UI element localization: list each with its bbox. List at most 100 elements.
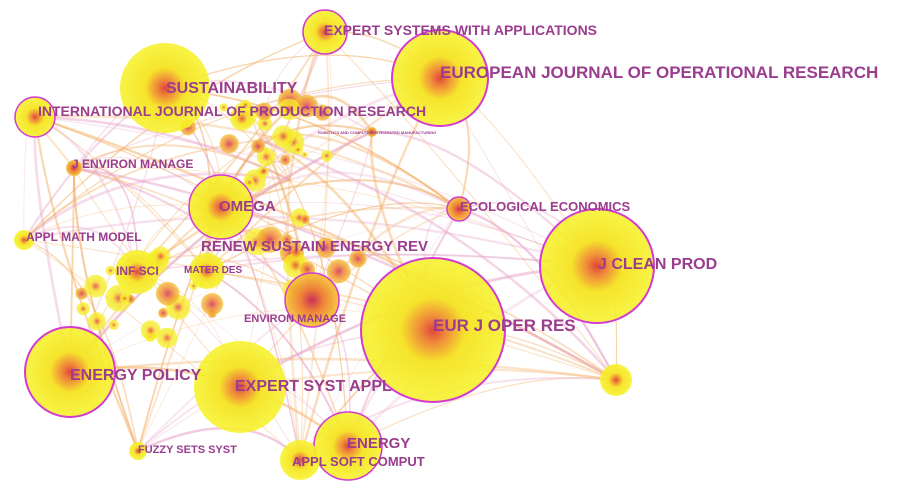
- node-ejor-full[interactable]: [391, 29, 489, 127]
- minor-journal-node: [219, 134, 239, 154]
- citation-edge: [73, 167, 598, 267]
- minor-journal-node: [76, 302, 90, 316]
- label-appl-math-model[interactable]: APPL MATH MODEL: [26, 230, 142, 244]
- citation-edge: [252, 118, 291, 181]
- node-j-environ-manage[interactable]: [66, 160, 82, 176]
- label-environ-manage[interactable]: ENVIRON MANAGE: [244, 313, 346, 325]
- node-rcim[interactable]: [367, 127, 377, 137]
- citation-edge: [73, 166, 313, 301]
- citation-edge: [69, 357, 617, 382]
- citation-edge: [259, 138, 617, 381]
- node-environ-manage[interactable]: [284, 272, 340, 328]
- minor-journal-node: [256, 147, 276, 167]
- citation-edge: [73, 165, 138, 273]
- minor-journal-node: [244, 177, 255, 188]
- label-j-environ-manage[interactable]: J ENVIRON MANAGE: [72, 157, 193, 171]
- minor-journal-node: [315, 237, 336, 258]
- node-eswa-full[interactable]: [302, 9, 348, 55]
- citation-edge: [239, 208, 460, 388]
- label-inf-sci[interactable]: INF SCI: [116, 264, 159, 278]
- citation-edge: [258, 94, 374, 141]
- node-layer: [14, 9, 655, 481]
- label-ecological-economics[interactable]: ECOLOGICAL ECONOMICS: [460, 199, 631, 214]
- label-eswa-full[interactable]: EXPERT SYSTEMS WITH APPLICATIONS: [324, 22, 597, 38]
- minor-journal-node: [272, 125, 295, 148]
- minor-journal-node: [321, 150, 333, 162]
- label-eur-j-oper-res[interactable]: EUR J OPER RES: [433, 316, 576, 335]
- minor-journal-node: [300, 214, 310, 224]
- node-ijpr[interactable]: [14, 96, 56, 138]
- minor-journal-node: [84, 274, 107, 298]
- label-layer: EUROPEAN JOURNAL OF OPERATIONAL RESEARCH…: [26, 22, 878, 469]
- node-right-isolated[interactable]: [600, 364, 632, 396]
- label-sustainability[interactable]: SUSTAINABILITY: [166, 80, 298, 97]
- minor-journal-node: [326, 259, 351, 284]
- label-renew-sustain-energy-rev[interactable]: RENEW SUSTAIN ENERGY REV: [201, 238, 428, 255]
- minor-journal-node: [251, 139, 265, 153]
- node-fuzzy-sets-syst[interactable]: [129, 442, 147, 460]
- node-expert-syst-appl[interactable]: [194, 341, 286, 433]
- label-mater-des[interactable]: MATER DES: [184, 265, 242, 276]
- citation-edge: [73, 144, 291, 181]
- citation-edge: [311, 131, 373, 301]
- minor-journal-node: [108, 319, 119, 331]
- minor-journal-node: [278, 98, 301, 121]
- node-eur-j-oper-res[interactable]: [360, 257, 506, 403]
- node-omega[interactable]: [188, 174, 254, 240]
- citation-edge: [34, 114, 460, 211]
- citation-edge: [73, 77, 441, 169]
- minor-journal-node: [75, 287, 88, 300]
- citation-edge: [136, 31, 326, 273]
- minor-journal-node: [301, 151, 308, 158]
- label-ejor-full[interactable]: EUROPEAN JOURNAL OF OPERATIONAL RESEARCH: [440, 63, 878, 82]
- node-inf-sci[interactable]: [115, 250, 159, 294]
- minor-journal-node: [155, 281, 180, 306]
- label-omega[interactable]: OMEGA: [219, 198, 276, 215]
- node-mater-des[interactable]: [189, 253, 225, 289]
- citation-edge: [23, 239, 139, 452]
- node-ecological-economics[interactable]: [446, 196, 472, 222]
- node-energy-policy[interactable]: [24, 326, 116, 418]
- minor-journal-node: [156, 327, 178, 349]
- minor-journal-node: [260, 168, 267, 175]
- minor-journal-node: [255, 102, 274, 121]
- minor-journal-node: [105, 284, 132, 312]
- citation-edge: [69, 208, 460, 373]
- label-j-clean-prod[interactable]: J CLEAN PROD: [598, 256, 717, 273]
- label-fuzzy-sets-syst[interactable]: FUZZY SETS SYST: [138, 444, 237, 456]
- minor-journal-node: [105, 265, 116, 276]
- label-ijpr[interactable]: INTERNATIONAL JOURNAL OF PRODUCTION RESE…: [38, 103, 426, 119]
- citation-edge: [33, 116, 140, 452]
- minor-journal-node: [119, 293, 130, 304]
- label-energy-policy[interactable]: ENERGY POLICY: [70, 367, 202, 384]
- minor-journal-node: [293, 144, 303, 155]
- citation-edge: [34, 116, 598, 267]
- citation-edge: [458, 207, 618, 381]
- minor-journal-node: [87, 312, 106, 331]
- citation-edge: [73, 164, 208, 272]
- minor-journal-node: [140, 320, 161, 341]
- minor-journal-node: [230, 106, 254, 131]
- minor-journal-node: [295, 94, 319, 118]
- minor-journal-node: [314, 104, 331, 121]
- label-energy[interactable]: ENERGY: [347, 435, 410, 452]
- minor-journal-node: [201, 293, 224, 316]
- node-j-clean-prod[interactable]: [539, 208, 655, 324]
- minor-journal-node: [158, 307, 169, 319]
- label-appl-soft-comput[interactable]: APPL SOFT COMPUT: [292, 454, 425, 469]
- minor-journal-node: [349, 250, 367, 268]
- citation-edge: [299, 31, 330, 461]
- label-expert-syst-appl[interactable]: EXPERT SYST APPL: [235, 378, 392, 395]
- citation-edge: [206, 253, 598, 273]
- node-appl-math-model[interactable]: [14, 230, 34, 250]
- minor-journal-node: [219, 103, 228, 112]
- minor-journal-node: [291, 247, 302, 258]
- node-appl-soft-comput[interactable]: [280, 440, 320, 480]
- label-rcim[interactable]: ROBOTICS AND COMPUTER-INTEGRATED MANUFAC…: [318, 130, 436, 135]
- node-sustainability[interactable]: [120, 43, 210, 133]
- minor-journal-node: [280, 154, 291, 166]
- citation-edge: [34, 115, 291, 182]
- minor-journal-node: [239, 99, 252, 111]
